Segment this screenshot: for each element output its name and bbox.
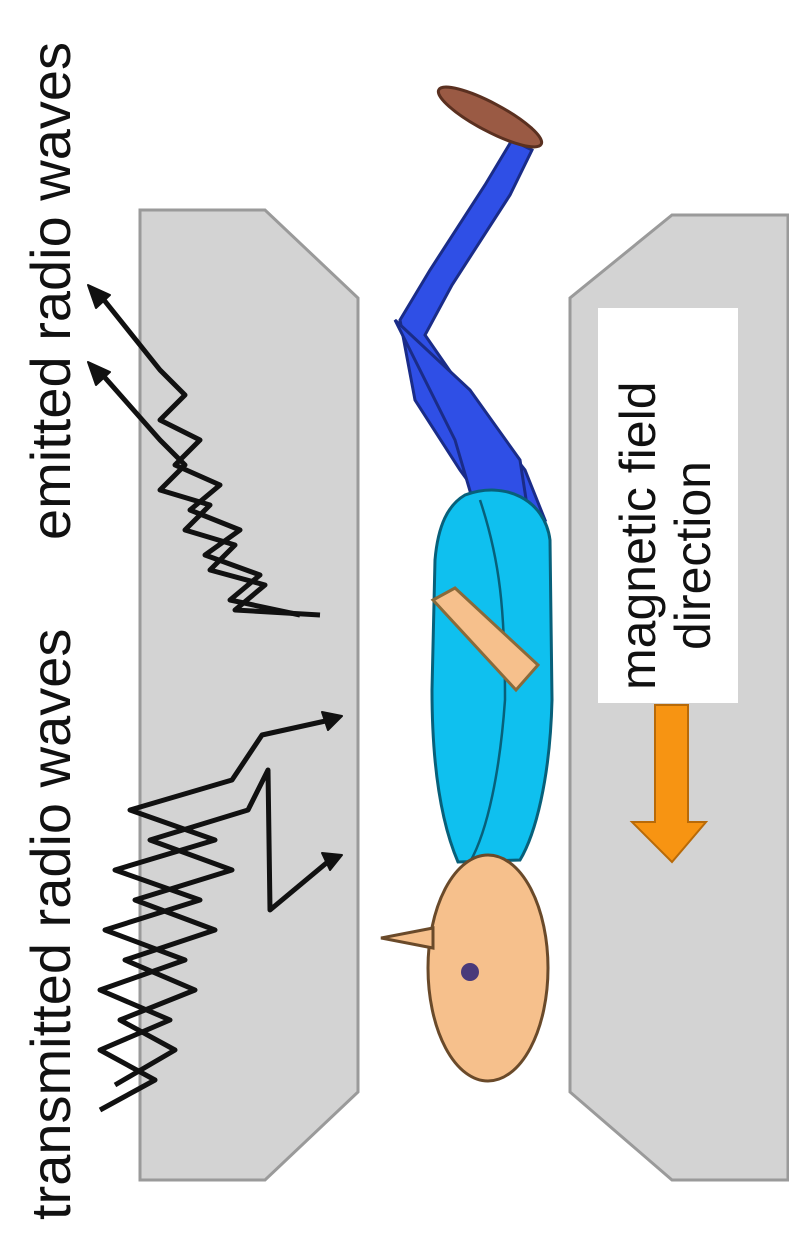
upper-magnet-block	[140, 210, 358, 1180]
transmitted-radio-waves-label: transmitted radio waves	[19, 629, 82, 1220]
person-shoe	[432, 77, 548, 156]
person-figure	[381, 77, 552, 1081]
person-nose	[381, 928, 433, 948]
person-eye	[461, 963, 479, 981]
magnetic-field-label-line2: direction	[665, 461, 721, 650]
person-head	[428, 855, 548, 1081]
emitted-radio-waves-label: emitted radio waves	[19, 42, 82, 540]
magnetic-field-label-line1: magnetic field	[610, 382, 666, 691]
